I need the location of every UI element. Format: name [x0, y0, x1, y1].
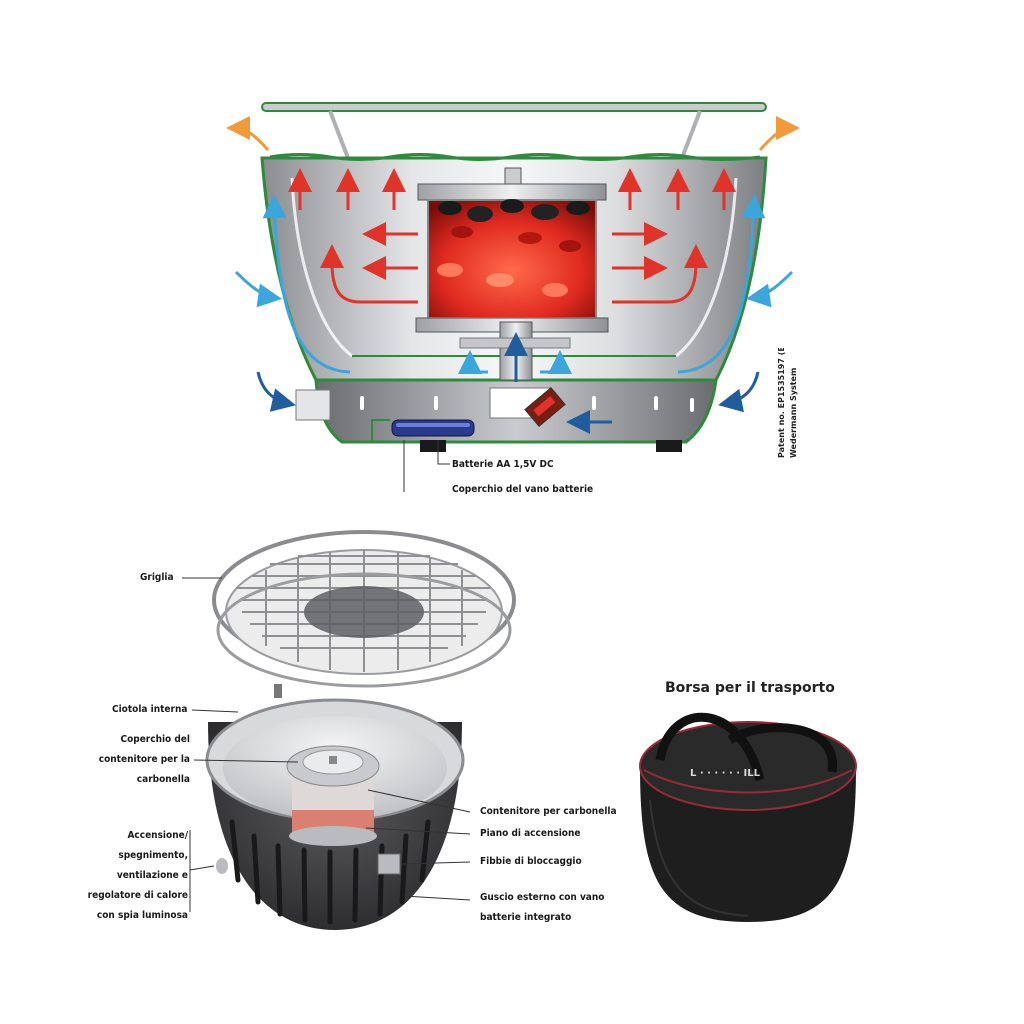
battery-illustration [371, 419, 475, 442]
part-leader-lines [182, 577, 471, 912]
bag-logo: L · · · · · · ILL [690, 768, 761, 779]
carry-bag: L · · · · · · ILL [639, 712, 857, 922]
grill-grate [212, 530, 516, 688]
patent-notice: Patent no. EP1535197 (B1) Wedermann Syst… [770, 348, 810, 460]
patent-line-1: Patent no. EP1535197 (B1) [777, 348, 786, 458]
label-piano-accensione: Piano di accensione [480, 828, 581, 839]
bag-title: Borsa per il trasporto [665, 680, 835, 696]
grill-body [205, 684, 465, 930]
label-griglia: Griglia [140, 572, 174, 583]
top-grill-handle [261, 102, 767, 159]
intake-air-arrows [256, 332, 760, 434]
label-guscio: Guscio esterno con vano batterie integra… [480, 892, 605, 923]
charcoal-canister [415, 167, 609, 381]
label-contenitore: Contenitore per carbonella [480, 806, 617, 817]
battery-cover-label: Coperchio del vano batterie [452, 484, 594, 495]
label-coperchio: Coperchio del contenitore per la carbone… [98, 734, 190, 785]
hot-air-arrows [288, 168, 736, 304]
exhaust-arrow-left [226, 116, 270, 151]
fan-illustration [524, 386, 566, 428]
label-accensione: Accensione/ spegnimento, ventilazione e … [87, 830, 188, 921]
battery-leader-lines [403, 440, 450, 492]
exhaust-arrow-right [758, 116, 800, 151]
cool-air-arrows [234, 194, 794, 374]
label-fibbie: Fibbie di bloccaggio [480, 856, 582, 867]
patent-line-2: Wedermann System [789, 368, 798, 458]
label-ciotola-interna: Ciotola interna [112, 704, 188, 715]
base-section [295, 378, 718, 452]
battery-label: Batterie AA 1,5V DC [452, 459, 554, 470]
